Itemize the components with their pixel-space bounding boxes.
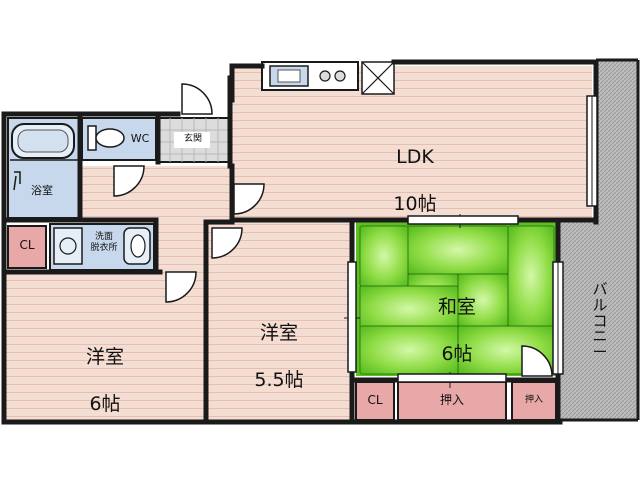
balcony-area: [596, 60, 638, 420]
balcony-label: バルコニー: [592, 280, 608, 361]
sliding-door-oshiire: [397, 373, 507, 383]
sliding-door-western-b: [347, 261, 357, 373]
closet-japanese-label: CL: [367, 393, 383, 407]
sliding-door-japanese: [407, 215, 519, 225]
ldk-label: LDK 10帖: [370, 122, 460, 241]
western-room-b-name: 洋室: [259, 321, 298, 344]
window-japanese: [552, 261, 564, 375]
western-room-a-size: 6帖: [89, 393, 121, 416]
doors: [113, 83, 553, 377]
closet-west: [7, 225, 47, 269]
kitchen-counter: [261, 61, 359, 91]
balcony-lower: [560, 222, 600, 420]
ldk-name: LDK: [396, 145, 434, 168]
bathroom-label: 浴室: [31, 184, 53, 197]
window-ldk: [586, 95, 598, 207]
closet-west-label: CL: [19, 238, 35, 252]
oshiire-main-label: 押入: [439, 393, 464, 407]
toilet-icon: [87, 125, 125, 151]
washroom-label: 洗面 脱衣所: [90, 232, 118, 254]
walls: [1, 59, 599, 425]
wc-label: WC: [130, 132, 150, 145]
japanese-room-name: 和室: [437, 295, 476, 318]
shower-icon: [13, 171, 21, 191]
ldk-floor: [232, 66, 592, 218]
tatami-room: [356, 222, 556, 376]
washing-machine-icon: [53, 227, 83, 265]
western-room-b-size: 5.5帖: [254, 369, 304, 392]
western-room-a-name: 洋室: [85, 345, 124, 368]
ldk-size: 10帖: [393, 193, 437, 216]
sink-icon: [123, 227, 151, 265]
entrance-label: 玄関: [183, 134, 202, 144]
oshiire-small-label: 押入: [524, 395, 543, 405]
western-room-a-label: 洋室 6帖: [60, 322, 150, 441]
fridge-space-icon: [361, 61, 395, 95]
oshiire-main: [397, 381, 507, 421]
western-room-b-label: 洋室 5.5帖: [234, 298, 324, 417]
japanese-room-label: 和室 6帖: [412, 272, 502, 391]
japanese-room-size: 6帖: [441, 343, 473, 366]
